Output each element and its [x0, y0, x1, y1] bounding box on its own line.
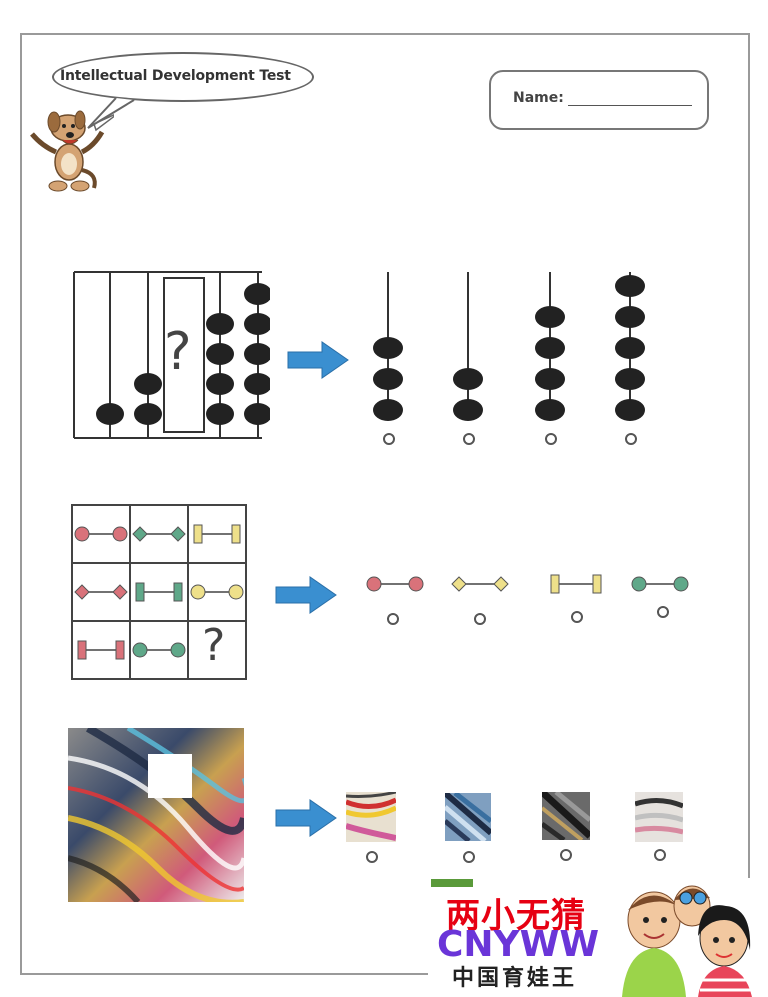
cartoon-kids-icon [622, 885, 752, 997]
abacus-option-bead [615, 399, 645, 421]
missing-rod-box [163, 277, 205, 433]
abacus-option-bead [615, 368, 645, 390]
green-circle-shape [673, 576, 689, 592]
abacus-option-bead [453, 399, 483, 421]
watermark-line-1: 两小无猜 [446, 896, 586, 936]
abacus-option-bead [373, 368, 403, 390]
arrow-right-icon [287, 341, 349, 379]
marble-pattern-image [68, 728, 244, 902]
abacus-bead [96, 403, 124, 425]
answer-option-d[interactable] [654, 849, 666, 861]
answer-option-c[interactable] [571, 611, 583, 623]
abacus-bead [244, 373, 270, 395]
answer-option-d[interactable] [625, 433, 637, 445]
green-circle-shape [170, 642, 186, 658]
red-rect-shape [115, 640, 125, 660]
answer-option-b[interactable] [463, 851, 475, 863]
abacus-option-bead [615, 275, 645, 297]
abacus-bead [206, 373, 234, 395]
marble-piece-1[interactable] [346, 792, 396, 842]
abacus-option-bead [453, 368, 483, 390]
answer-option-a[interactable] [366, 851, 378, 863]
answer-option-a[interactable] [383, 433, 395, 445]
yellow-rect-shape [592, 574, 602, 594]
abacus-option-bead [373, 337, 403, 359]
yellow-circle-shape [190, 584, 206, 600]
marble-piece-4[interactable] [635, 792, 683, 842]
abacus-option-bead [535, 399, 565, 421]
name-label: Name: [513, 90, 564, 106]
abacus-bead [244, 313, 270, 335]
abacus-bead [134, 373, 162, 395]
abacus-bead [206, 343, 234, 365]
green-rect-shape [135, 582, 145, 602]
abacus-option-bead [615, 337, 645, 359]
red-diamond-shape [74, 584, 90, 600]
answer-option-c[interactable] [560, 849, 572, 861]
abacus-bead [244, 283, 270, 305]
green-diamond-shape [132, 526, 148, 542]
green-circle-shape [631, 576, 647, 592]
yellow-rect-shape [550, 574, 560, 594]
abacus-bead [206, 313, 234, 335]
red-circle-shape [112, 526, 128, 542]
green-circle-shape [132, 642, 148, 658]
yellow-diamond-shape [451, 576, 467, 592]
yellow-rect-shape [193, 524, 203, 544]
question-mark: ? [164, 322, 192, 382]
watermark-accent-bar [431, 879, 473, 887]
abacus-bead [244, 343, 270, 365]
missing-piece [148, 754, 192, 798]
red-diamond-shape [112, 584, 128, 600]
abacus-option-bead [615, 306, 645, 328]
answer-option-a[interactable] [387, 613, 399, 625]
marble-piece-3[interactable] [542, 792, 590, 840]
answer-option-c[interactable] [545, 433, 557, 445]
name-box [489, 70, 709, 130]
shape-grid [71, 504, 247, 680]
abacus-bead [206, 403, 234, 425]
yellow-diamond-shape [493, 576, 509, 592]
red-circle-shape [74, 526, 90, 542]
answer-option-b[interactable] [463, 433, 475, 445]
watermark-line-2: CNYWW [437, 924, 600, 965]
page-border [20, 33, 750, 975]
dog-mascot-icon [30, 110, 114, 192]
question-mark: ? [202, 620, 226, 671]
answer-option-b[interactable] [474, 613, 486, 625]
abacus-bead [134, 403, 162, 425]
abacus-option-bead [535, 306, 565, 328]
abacus-bead [244, 403, 270, 425]
marble-piece-2[interactable] [445, 793, 491, 841]
abacus-option-bead [535, 368, 565, 390]
green-rect-shape [173, 582, 183, 602]
yellow-circle-shape [228, 584, 244, 600]
arrow-right-icon [275, 799, 337, 837]
page-title: Intellectual Development Test [60, 68, 291, 84]
abacus-option-bead [535, 337, 565, 359]
red-circle-shape [408, 576, 424, 592]
red-circle-shape [366, 576, 382, 592]
red-rect-shape [77, 640, 87, 660]
watermark-line-3: 中国育娃王 [452, 966, 578, 991]
shape-options [366, 574, 689, 594]
abacus-option-bead [373, 399, 403, 421]
green-diamond-shape [170, 526, 186, 542]
speech-bubble-tail [87, 97, 135, 129]
arrow-right-icon [275, 576, 337, 614]
name-field[interactable] [568, 105, 692, 106]
answer-option-d[interactable] [657, 606, 669, 618]
yellow-rect-shape [231, 524, 241, 544]
abacus-options [373, 272, 645, 421]
abacus-frame [73, 271, 270, 439]
title-speech-bubble [52, 52, 314, 102]
